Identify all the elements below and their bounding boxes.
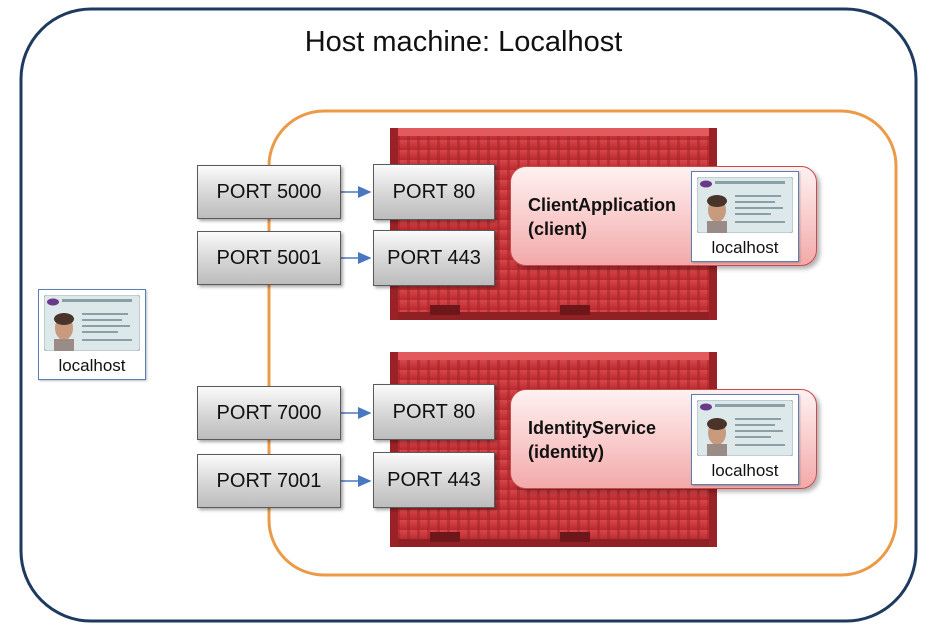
identity-localhost-card: localhost xyxy=(691,394,799,485)
docker-network-frame xyxy=(267,109,898,577)
host-port-5000: PORT 5000 xyxy=(197,165,341,219)
container-port-80: PORT 80 xyxy=(373,384,495,440)
host-port-5001: PORT 5001 xyxy=(197,231,341,285)
service-alias: (client) xyxy=(528,219,588,239)
container-port-80: PORT 80 xyxy=(373,164,495,220)
host-port-7001: PORT 7001 xyxy=(197,454,341,508)
id-card-icon xyxy=(44,295,140,351)
service-alias: (identity) xyxy=(528,442,604,462)
diagram-title: Host machine: Localhost xyxy=(304,26,623,58)
container-port-443: PORT 443 xyxy=(373,452,495,508)
client-localhost-label: localhost xyxy=(711,238,779,257)
service-name: ClientApplication xyxy=(528,195,676,215)
host-port-7000: PORT 7000 xyxy=(197,386,341,440)
client-localhost-card: localhost xyxy=(691,171,799,262)
container-port-443: PORT 443 xyxy=(373,230,495,286)
host-localhost-card: localhost xyxy=(38,289,146,380)
id-card-icon xyxy=(697,400,793,456)
service-name: IdentityService xyxy=(528,418,657,438)
id-card-icon xyxy=(697,177,793,233)
host-localhost-label: localhost xyxy=(58,356,126,375)
identity-localhost-label: localhost xyxy=(711,461,779,480)
